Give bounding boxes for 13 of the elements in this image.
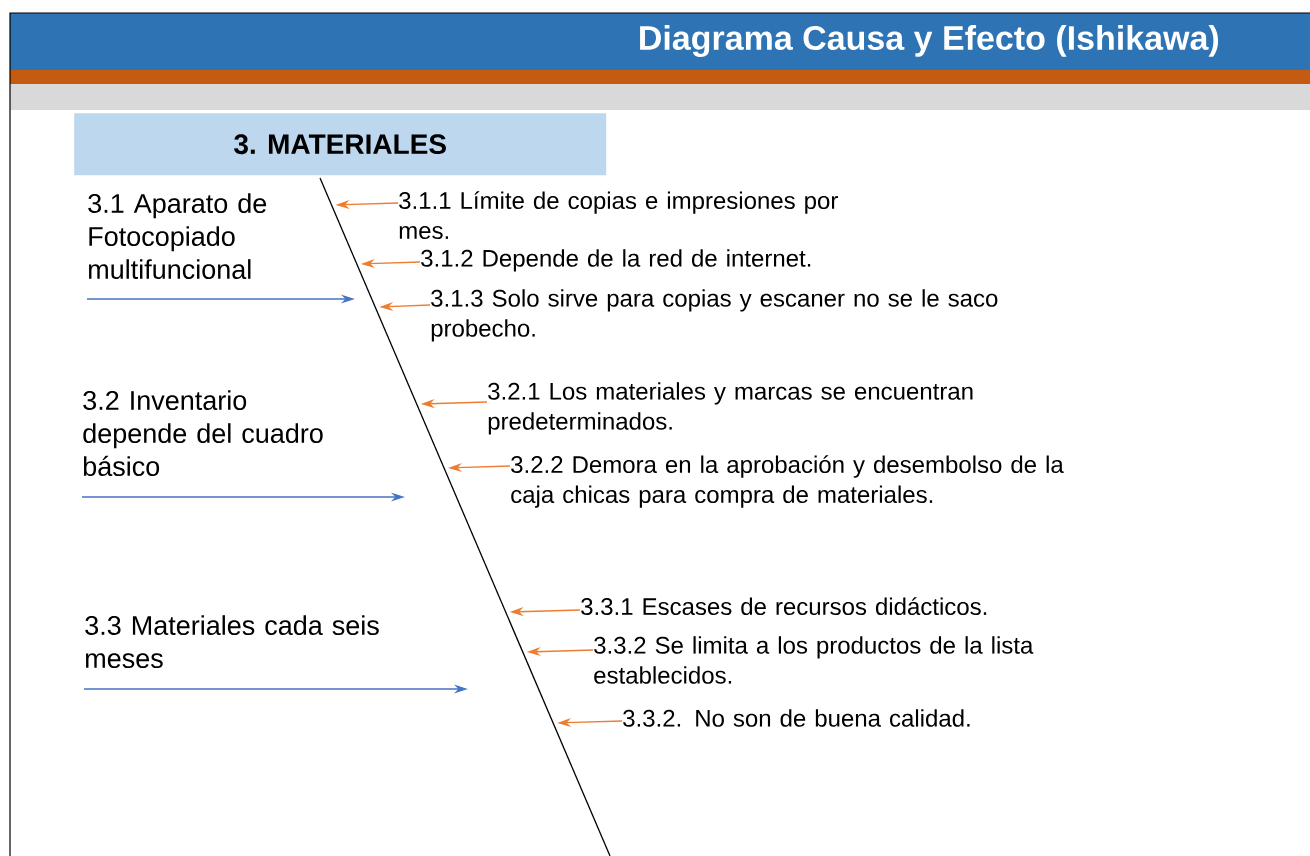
sub-cause-label: 3.2.1 Los materiales y marcas se encuentran predeterminados. — [488, 382, 973, 435]
sub-cause-label: 3.3.1 Escases de recursos didácticos. — [581, 597, 987, 616]
sub-cause-label: 3.1.1 Límite de copias e impresiones por mes. — [399, 191, 838, 240]
cause-label: 3.1 Aparato de Fotocopiado multifuncional — [88, 193, 267, 280]
title: Diagrama Causa y Efecto (Ishikawa) — [640, 25, 1219, 57]
sub-cause-label: 3.1.3 Solo sirve para copias y escaner no se le saco probecho. — [431, 289, 998, 342]
sub-cause-label: 3.1.2 Depende de la red de internet. — [421, 249, 811, 272]
sub-cause-label: 3.3.2. No son de buena calidad. — [623, 709, 970, 727]
cause-label: 3.3 Materiales cada seis meses — [85, 615, 379, 669]
category-box: 3. MATERIALES — [74, 113, 607, 176]
cause-label: 3.2 Inventario depende del cuadro básico — [83, 390, 323, 477]
sub-cause-label: 3.2.2 Demora en la aprobación y desembolso de la caja chicas para compra de materiales. — [511, 455, 1064, 508]
sub-cause-label: 3.3.2 Se limita a los productos de la lista establecidos. — [594, 636, 1034, 684]
